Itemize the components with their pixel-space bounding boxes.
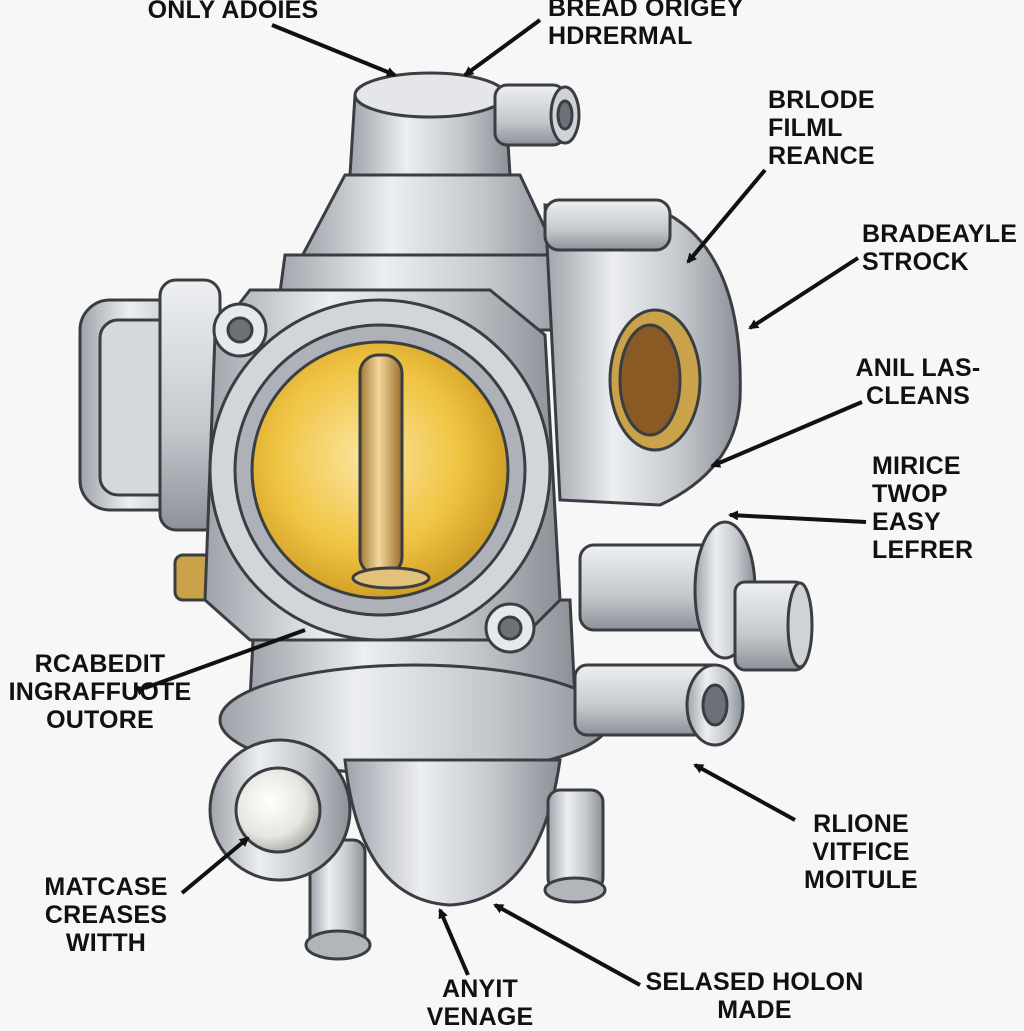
label-right-3: ANIL LAS- CLEANS	[838, 354, 998, 410]
label-top-center-line-1: BREAD ORIGEY	[548, 0, 744, 22]
label-right-5-line-3: MOITULE	[804, 866, 918, 894]
leader-right-1	[686, 168, 767, 264]
label-bottom-center: ANYIT VENAGE	[410, 975, 550, 1031]
label-top-center-line-2: HDRERMAL	[548, 22, 693, 50]
label-right-4-line-1: MIRICE	[872, 452, 961, 480]
label-right-4-line-3: EASY	[872, 508, 941, 536]
label-right-2: BRADEAYLE STROCK	[862, 220, 1017, 276]
label-left-2-line-1: MATCASE	[44, 873, 168, 901]
label-bottom-right-line-2: MADE	[717, 996, 792, 1024]
label-left-1: RCABEDIT INGRAFFUOTE OUTORE	[0, 650, 200, 734]
label-right-3-line-1: ANIL LAS-	[855, 354, 981, 382]
label-bottom-center-line-1: ANYIT	[442, 975, 518, 1003]
label-bottom-right-line-1: SELASED HOLON	[645, 968, 864, 996]
label-right-4-line-4: LEFRER	[872, 536, 974, 564]
label-left-2-line-2: CREASES	[44, 901, 168, 929]
leader-right-4	[728, 510, 867, 524]
label-right-1-line-1: BRLODE	[768, 86, 875, 114]
label-left-2: MATCASE CREASES WITTH	[20, 873, 192, 957]
leader-right-3	[710, 400, 863, 468]
label-left-1-line-3: OUTORE	[46, 706, 154, 734]
leader-right-5	[693, 763, 796, 822]
leader-bottom-right	[493, 903, 641, 987]
label-right-1-line-2: FILML	[768, 114, 843, 142]
label-left-1-line-1: RCABEDIT	[34, 650, 166, 678]
leader-bottom-center	[438, 908, 470, 976]
leader-top-center	[463, 18, 542, 77]
label-bottom-center-line-2: VENAGE	[426, 1003, 534, 1031]
leader-right-2	[748, 256, 860, 330]
label-right-5-line-2: VITFICE	[812, 838, 910, 866]
leader-left-1	[135, 628, 306, 696]
label-right-3-line-2: CLEANS	[866, 382, 970, 410]
label-right-5-line-1: RLIONE	[813, 810, 909, 838]
leader-lines	[135, 18, 867, 987]
label-right-4-line-2: TWOP	[872, 480, 948, 508]
label-bottom-right: SELASED HOLON MADE	[632, 968, 877, 1024]
label-top-center: BREAD ORIGEY HDRERMAL	[548, 0, 743, 50]
label-right-1-line-3: REANCE	[768, 142, 875, 170]
label-top-left: ONLY ADOIES	[128, 0, 338, 24]
label-right-2-line-1: BRADEAYLE	[862, 220, 1018, 248]
label-right-5: RLIONE VITFICE MOITULE	[786, 810, 936, 894]
label-top-left-line-1: ONLY ADOIES	[147, 0, 319, 24]
label-right-4: MIRICE TWOP EASY LEFRER	[872, 452, 973, 564]
leader-left-2	[180, 836, 250, 895]
label-right-1: BRLODE FILML REANCE	[768, 86, 875, 170]
label-right-2-line-2: STROCK	[862, 248, 969, 276]
label-left-1-line-2: INGRAFFUOTE	[8, 678, 192, 706]
leader-top-left	[271, 23, 397, 77]
throttle-bore	[203, 288, 562, 654]
label-left-2-line-3: WITTH	[65, 929, 147, 957]
